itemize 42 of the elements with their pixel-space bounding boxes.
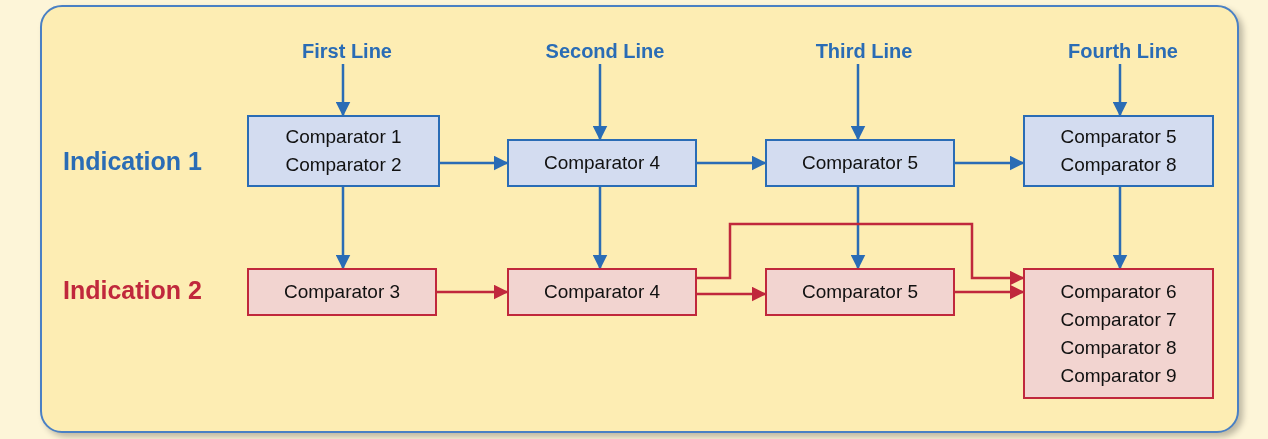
box-text: Comparator 8 (1060, 335, 1177, 360)
process-box (765, 139, 955, 187)
arrow (335, 187, 351, 270)
box-text: Comparator 5 (801, 280, 919, 304)
arrow (1112, 187, 1128, 270)
box-text: Comparator 4 (543, 151, 661, 175)
column-heading: Third Line (815, 39, 913, 63)
arrow (592, 187, 608, 270)
arrow (335, 64, 351, 117)
arrow (850, 187, 866, 270)
process-box (765, 268, 955, 316)
row-label: Indication 1 (63, 147, 202, 176)
arrow (850, 64, 866, 141)
box-text: Comparator 6 (1060, 279, 1177, 304)
box-text: Comparator 2 (285, 153, 402, 177)
process-box (247, 115, 440, 187)
process-box (507, 139, 697, 187)
process-box (247, 268, 437, 316)
arrow (440, 155, 509, 171)
box-text: Comparator 1 (285, 125, 402, 149)
box-text: Comparator 5 (801, 151, 919, 175)
arrow (955, 155, 1025, 171)
process-box (1023, 115, 1214, 187)
box-text: Comparator 7 (1060, 307, 1177, 332)
process-box (507, 268, 697, 316)
column-heading: Second Line (545, 39, 665, 63)
box-text: Comparator 3 (283, 280, 401, 304)
box-text: Comparator 4 (543, 280, 661, 304)
arrow (1112, 64, 1128, 117)
arrow (437, 284, 509, 300)
box-text: Comparator 8 (1060, 153, 1177, 177)
process-box (1023, 268, 1214, 399)
column-heading: First Line (302, 39, 392, 63)
box-text: Comparator 5 (1060, 125, 1177, 149)
box-text: Comparator 9 (1060, 363, 1177, 388)
arrow (697, 155, 767, 171)
row-label: Indication 2 (63, 276, 202, 305)
arrow (697, 222, 1025, 286)
arrow (697, 286, 767, 302)
column-heading: Fourth Line (1068, 39, 1178, 63)
arrow (955, 284, 1025, 300)
arrow (592, 64, 608, 141)
